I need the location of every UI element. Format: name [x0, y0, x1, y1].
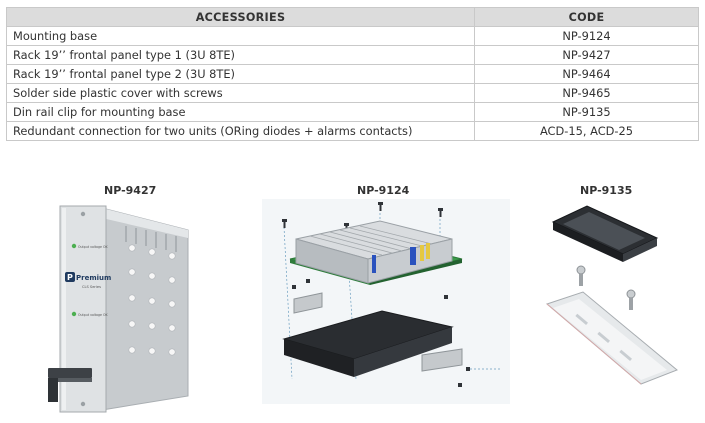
np-9135-caption: NP-9135 — [580, 184, 633, 197]
accessories-column-header: ACCESSORIES — [6, 7, 475, 27]
panel-label-bottom: Output voltage OK — [78, 313, 109, 317]
table-row: Din rail clip for mounting base NP-9135 — [6, 102, 699, 122]
table-row: Rack 19’’ frontal panel type 2 (3U 8TE) … — [6, 64, 699, 84]
row-description: Rack 19’’ frontal panel type 1 (3U 8TE) — [6, 45, 475, 65]
row-description: Din rail clip for mounting base — [6, 102, 475, 122]
accessories-table: ACCESSORIES CODE Mounting base NP-9124 R… — [6, 7, 699, 141]
row-description: Rack 19’’ frontal panel type 2 (3U 8TE) — [6, 64, 475, 84]
row-description: Redundant connection for two units (ORin… — [6, 121, 475, 141]
np-9427-front-panel-image: Output voltage OK P Premium CLS Series O… — [48, 205, 189, 413]
np-9124-caption: NP-9124 — [357, 184, 410, 197]
table-row: Rack 19’’ frontal panel type 1 (3U 8TE) … — [6, 45, 699, 65]
np-9135-din-rail-clip-image — [546, 205, 678, 385]
svg-text:P: P — [67, 273, 73, 282]
row-description: Solder side plastic cover with screws — [6, 83, 475, 103]
table-header-row: ACCESSORIES CODE — [6, 7, 699, 27]
panel-label-top: Output voltage OK — [78, 245, 109, 249]
table-row: Redundant connection for two units (ORin… — [6, 121, 699, 141]
table-row: Solder side plastic cover with screws NP… — [6, 83, 699, 103]
row-code: NP-9465 — [474, 83, 699, 103]
code-column-header: CODE — [474, 7, 699, 27]
table-row: Mounting base NP-9124 — [6, 26, 699, 46]
np-9124-mounting-base-image — [262, 199, 510, 404]
row-code: NP-9124 — [474, 26, 699, 46]
row-code: NP-9427 — [474, 45, 699, 65]
row-description: Mounting base — [6, 26, 475, 46]
row-code: NP-9135 — [474, 102, 699, 122]
row-code: NP-9464 — [474, 64, 699, 84]
np-9427-caption: NP-9427 — [104, 184, 157, 197]
panel-brand: Premium — [76, 274, 111, 282]
row-code: ACD-15, ACD-25 — [474, 121, 699, 141]
panel-series: CLS Series — [82, 285, 101, 289]
